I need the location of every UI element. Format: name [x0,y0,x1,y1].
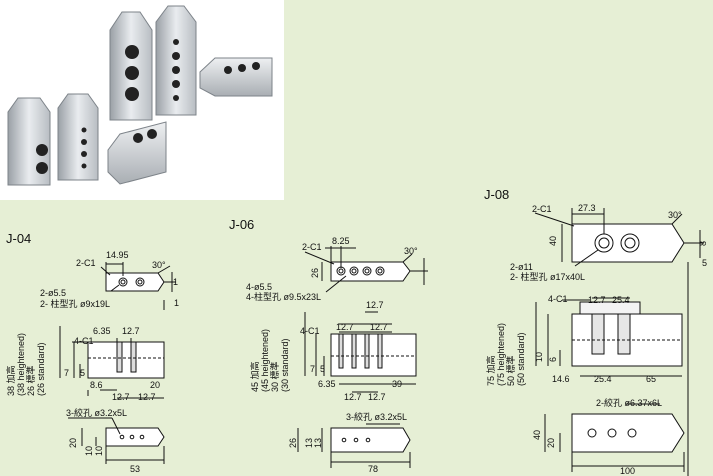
j04-dim-bottom: 1 [174,298,179,308]
j08-dim-27-3: 27.3 [578,203,596,213]
j06-dim-5: 5 [320,364,325,374]
j08-angle: 30° [668,210,682,220]
j08-side-chamfer: 4-C1 [548,294,568,304]
j08-dim-100: 100 [620,466,635,476]
j08-height-75: 75 加高 [485,355,496,386]
j04-dim-7: 7 [64,368,69,378]
j06-dim-39: 39 [392,379,402,389]
j08-dim-bottom-20: 20 [546,438,556,448]
j06-dim-7: 7 [310,364,315,374]
j04-dim-20: 20 [150,380,160,390]
j08-dim-10: 10 [534,352,544,362]
j04-height-26: 26 標準 [25,365,36,396]
j04-height-38-en: (38 heightened) [16,333,26,396]
j04-title: J-04 [6,231,32,246]
j06-dim-width: 8.25 [332,236,350,246]
j08-ream-hole: 2-絞孔 ø6.37x6L [596,397,662,408]
j08-dim-5: 5 [702,258,707,268]
j08-dim-40: 40 [548,236,558,246]
j06-height-45-en: (45 heightened) [260,329,270,392]
j06-title: J-06 [229,217,255,232]
j06-dim-12-7-e: 12.7 [368,392,386,402]
j08-dim-25-4: 25.4 [612,295,630,305]
j06-chamfer-label: 2-C1 [302,242,322,252]
j08-bolt-hole: 2-ø11 [510,262,533,272]
j06-dim-12-7-d: 12.7 [344,392,362,402]
j04-dim-6-35: 6.35 [93,326,111,336]
j04-side-view [59,326,165,399]
jaw-photo-illustration [7,5,273,186]
j04-dim-bottom-10b: 10 [94,446,104,456]
j08-side-view [535,297,683,377]
j06-angle: 30° [404,246,418,256]
j04-bolt-hole: 2-ø5.5 [40,288,66,298]
j08-height-75-en: (75 heightened) [496,323,506,386]
j06-dim-12-7-a: 12.7 [336,322,354,332]
j06-dim-6-35: 6.35 [318,379,336,389]
j04-dim-12-7-top: 12.7 [122,326,140,336]
j04-bottom-view [68,417,165,464]
j04-dim-bottom-20: 20 [68,438,78,448]
j04-angle: 30° [152,260,166,270]
j06-height-30: 30 標準 [269,361,280,392]
j06-ream-hole: 3-絞孔 ø3.2x5L [346,411,407,422]
product-photo [0,0,284,200]
j06-dim-12-7-c: 12.7 [370,322,388,332]
j08-dim-14-6: 14.6 [552,374,570,384]
j08-dim-8: 8 [698,241,708,246]
j08-top-view [534,208,704,476]
j06-bolt-hole: 4-ø5.5 [246,282,272,292]
j04-dim-right: 1 [173,277,178,287]
j04-counterbore: 2- 柱型孔 ø9x19L [40,298,110,309]
j04-dim-8-6: 8.6 [90,380,103,390]
j04-top-view [100,262,176,310]
j08-bottom-view [544,403,685,472]
j04-dim-width: 14.95 [106,250,129,260]
j08-height-50-en: (50 standard) [516,332,526,386]
j08-counterbore: 2- 柱型孔 ø17x40L [510,271,585,282]
j06-counterbore: 4-柱型孔 ø9.5x23L [246,291,321,302]
j06-bottom-view [297,423,411,468]
j04-dim-12-7-a: 12.7 [112,392,130,402]
j04-chamfer-label: 2-C1 [76,258,96,268]
j04-dim-5: 5 [80,368,85,378]
j06-dim-bottom-13: 13 [304,438,314,448]
j06-side-view [304,311,417,393]
j08-dim-25-4-b: 25.4 [594,374,612,384]
j08-height-50: 50 標準 [505,355,516,386]
j04-height-38: 38 加高 [5,365,16,396]
j06-height-45: 45 加高 [249,361,260,392]
j04-dim-53: 53 [130,464,140,474]
j08-dim-6: 6 [548,357,558,362]
j04-side-chamfer: 4-C1 [74,336,94,346]
j06-height-30-en: (30 standard) [280,338,290,392]
j06-dim-12-7-b: 12.7 [366,300,384,310]
j06-dim-bottom-26: 26 [288,438,298,448]
j06-top-view [304,246,428,293]
j08-dim-12-7: 12.7 [588,295,606,305]
j04-height-26-en: (26 standard) [36,342,46,396]
j06-dim-bottom-13b: 13 [313,438,323,448]
j08-dim-65: 65 [646,374,656,384]
j08-title: J-08 [484,187,510,202]
j08-chamfer-label: 2-C1 [532,204,552,214]
j08-dim-bottom-40: 40 [532,430,542,440]
j06-dim-26: 26 [310,268,320,278]
j06-side-chamfer: 4-C1 [300,326,320,336]
j04-dim-12-7-b: 12.7 [138,392,156,402]
j04-ream-hole: 3-絞孔 ø3.2x5L [66,407,127,418]
j06-dim-78: 78 [368,464,378,474]
j04-dim-bottom-10a: 10 [84,446,94,456]
